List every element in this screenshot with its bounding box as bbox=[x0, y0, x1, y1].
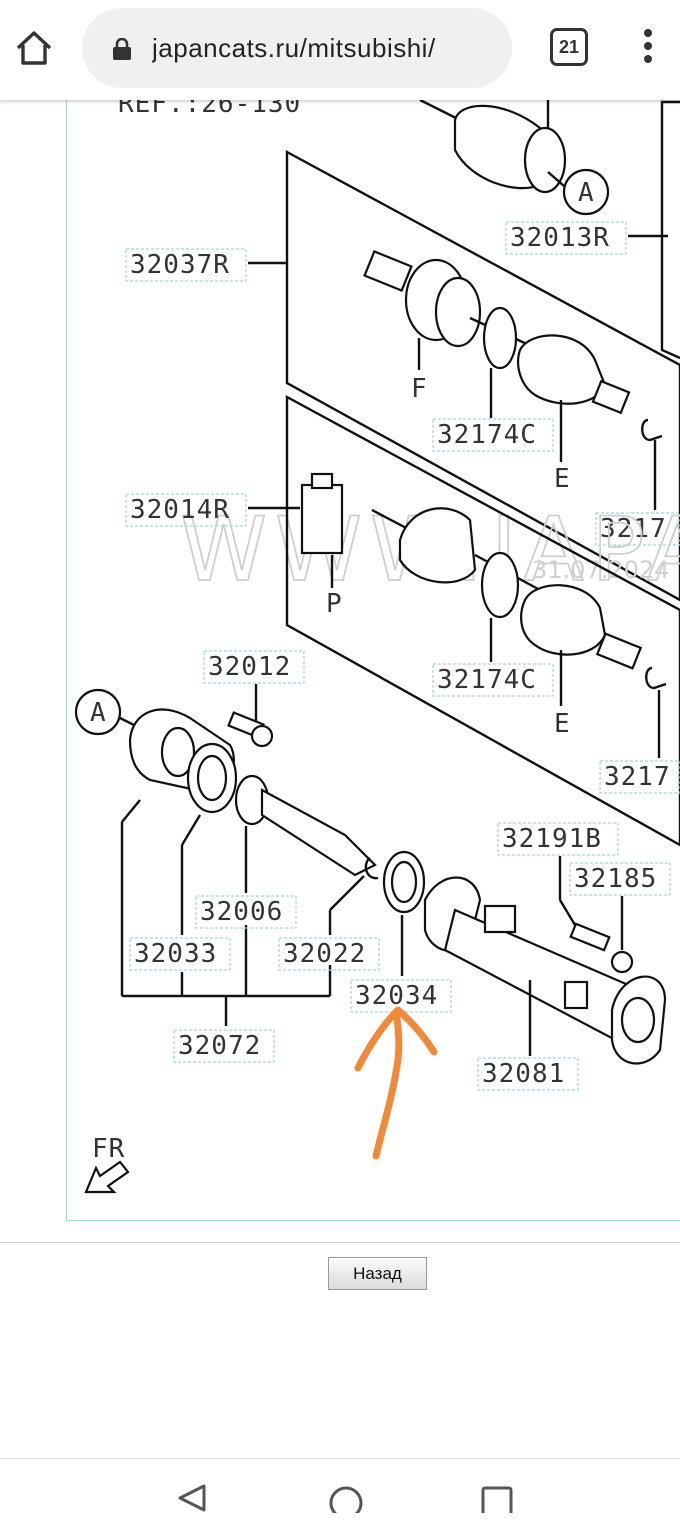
grease-P bbox=[300, 483, 344, 555]
inner-joint bbox=[398, 507, 477, 584]
parts-diagram-frame bbox=[66, 60, 680, 1221]
bolt-32191B bbox=[569, 922, 611, 952]
label-32033: 32033 bbox=[134, 939, 217, 969]
parts-diagram: REF.:26-130 A 32013R 32037R F 32174C E 3… bbox=[74, 89, 680, 1194]
home-icon[interactable] bbox=[14, 28, 54, 68]
snap-ring-32174C-mid bbox=[480, 551, 520, 619]
snap-ring-32022 bbox=[364, 857, 379, 880]
watermark-date: 31.07.2024 bbox=[532, 556, 669, 584]
label-E-mid: E bbox=[554, 709, 571, 739]
housing-32081 bbox=[443, 908, 642, 1047]
label-32022: 32022 bbox=[283, 939, 366, 969]
label-32174C-top: 32174C bbox=[437, 420, 537, 450]
front-arrow-icon bbox=[84, 1160, 130, 1194]
callout-a-bottom-text: A bbox=[90, 698, 107, 728]
label-32081: 32081 bbox=[482, 1059, 565, 1089]
label-32072: 32072 bbox=[178, 1031, 261, 1061]
shaft-32072 bbox=[260, 788, 377, 877]
browser-toolbar: japancats.ru/mitsubishi/ 21 bbox=[0, 0, 680, 100]
boot-E-mid bbox=[520, 584, 607, 656]
label-32174C-mid: 32174C bbox=[437, 665, 537, 695]
more-vert-icon[interactable] bbox=[636, 26, 660, 70]
label-32006: 32006 bbox=[200, 897, 283, 927]
label-3217-top: 3217 bbox=[600, 514, 667, 544]
assembly-box-32037R bbox=[285, 149, 680, 602]
recents-icon[interactable] bbox=[478, 1483, 518, 1523]
boot-E-top bbox=[517, 334, 607, 405]
assembly-box-32014R bbox=[285, 394, 680, 847]
clamp-top bbox=[641, 418, 663, 442]
fr-label: FR bbox=[92, 1134, 125, 1164]
back-button[interactable]: Назад bbox=[328, 1257, 427, 1290]
callout-a-top bbox=[562, 168, 610, 216]
callout-a-bottom bbox=[74, 688, 122, 736]
snap-ring-32174C-top bbox=[482, 306, 518, 370]
tabs-icon[interactable]: 21 bbox=[550, 28, 588, 66]
label-32014R: 32014R bbox=[130, 495, 230, 525]
label-32191B: 32191B bbox=[502, 824, 602, 854]
address-bar[interactable]: japancats.ru/mitsubishi/ bbox=[82, 8, 512, 88]
system-nav-bar bbox=[0, 1458, 680, 1520]
lock-icon bbox=[112, 37, 132, 60]
label-32013R: 32013R bbox=[510, 223, 610, 253]
annotation-arrow-icon bbox=[372, 1008, 403, 1160]
label-32012: 32012 bbox=[208, 652, 291, 682]
callout-a-text: A bbox=[578, 178, 595, 208]
back-icon[interactable] bbox=[174, 1483, 214, 1523]
url-text: japancats.ru/mitsubishi/ bbox=[152, 33, 436, 63]
label-32185: 32185 bbox=[574, 864, 657, 894]
clamp-mid bbox=[645, 666, 667, 690]
label-F: F bbox=[411, 374, 428, 404]
divider bbox=[0, 1242, 680, 1243]
label-3217-bot: 3217 bbox=[604, 762, 671, 792]
home-circle-icon[interactable] bbox=[326, 1483, 366, 1523]
nut-32185 bbox=[610, 950, 634, 974]
label-32037R: 32037R bbox=[130, 250, 230, 280]
label-E-top: E bbox=[554, 464, 571, 494]
label-P: P bbox=[326, 589, 343, 619]
label-32034: 32034 bbox=[355, 981, 438, 1011]
